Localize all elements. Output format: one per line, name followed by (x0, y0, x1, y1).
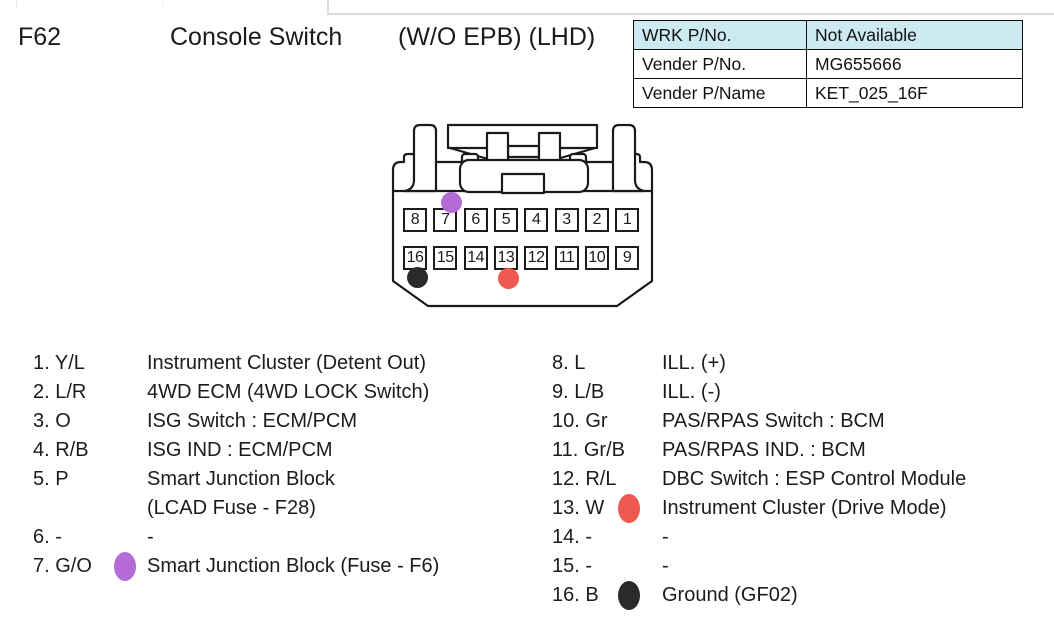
legend-dot-cell (614, 436, 662, 465)
pin-box-15: 15 (433, 246, 458, 270)
legend-dot-cell (114, 407, 147, 436)
legend-dot-cell (114, 494, 147, 523)
legend-pin-label: 4. R/B (33, 439, 89, 461)
legend-dot-cell (114, 552, 147, 581)
pin-box-5: 5 (493, 208, 518, 232)
legend-dot-cell (614, 465, 662, 494)
info-table-label: Vender P/Name (633, 78, 807, 108)
pin-box-3: 3 (554, 208, 579, 232)
legend-pin-desc: DBC Switch : ESP Control Module (662, 468, 967, 490)
legend-pin-desc: - (662, 555, 669, 577)
legend-pin-desc: ILL. (+) (662, 352, 726, 374)
legend-pin-label (33, 494, 114, 523)
top-edge-tick-2 (163, 0, 164, 6)
pin-box-6: 6 (463, 208, 488, 232)
legend-pin-desc: ISG IND : ECM/PCM (147, 439, 333, 461)
legend-pin-label: 9. L/B (552, 381, 605, 403)
pin-box-8: 8 (403, 208, 427, 232)
connector-code: F62 (18, 23, 62, 51)
legend-pin-desc: ILL. (-) (662, 381, 721, 403)
info-table-label: Vender P/No. (633, 49, 807, 79)
pin-box-12: 12 (524, 246, 549, 270)
legend-dot-cell (114, 349, 147, 378)
top-edge-tick-1 (16, 0, 17, 8)
legend-pin-desc: - (147, 526, 154, 548)
legend-pin-label: 13. W (552, 497, 605, 519)
legend-dot-cell (614, 523, 662, 552)
legend-color-dot (618, 494, 640, 523)
info-table-row: Vender P/No.MG655666 (633, 49, 1023, 79)
pin-marker-16 (406, 266, 428, 288)
legend-pin-label: 11. Gr/B (552, 439, 625, 461)
legend-pin-desc: Instrument Cluster (Detent Out) (147, 352, 426, 374)
legend-pin-desc: PAS/RPAS Switch : BCM (662, 410, 885, 432)
legend-pin-label: 15. - (552, 555, 593, 577)
info-table-value: MG655666 (806, 49, 1023, 79)
pin-marker-13 (497, 267, 519, 289)
pin-box-14: 14 (463, 246, 488, 270)
legend-dot-cell (614, 581, 662, 610)
legend-dot-cell (114, 465, 147, 494)
legend-pin-label: 5. P (33, 468, 69, 490)
pane-corner-vertical-line (327, 0, 329, 14)
pin-box-4: 4 (524, 208, 549, 232)
info-table-value: KET_025_16F (806, 78, 1023, 108)
pinout-legend-right: 8. L ILL. (+) 9. L/B ILL. (-) 10. Gr PAS/RPAS… (552, 349, 1052, 610)
connector-bracket-prong-left (485, 131, 510, 165)
legend-pin-desc: ISG Switch : ECM/PCM (147, 410, 358, 432)
connector-left-tab (403, 123, 438, 193)
legend-dot-cell (614, 349, 662, 378)
pin-box-2: 2 (584, 208, 609, 232)
pin-box-10: 10 (584, 246, 609, 270)
legend-pin-desc: Smart Junction Block (147, 468, 335, 490)
legend-pin-label: 2. L/R (33, 381, 87, 403)
legend-pin-label: 16. B (552, 584, 599, 606)
pin-marker-7 (440, 191, 462, 213)
pin-box-9: 9 (615, 246, 640, 270)
pin-box-11: 11 (554, 246, 579, 270)
connector-latch-button (500, 172, 546, 195)
legend-pin-desc: (LCAD Fuse - F28) (147, 497, 316, 519)
legend-dot-cell (614, 407, 662, 436)
title-variant: (W/O EPB) (LHD) (398, 23, 596, 51)
connector-bracket-prong-right (537, 131, 562, 165)
legend-dot-cell (114, 523, 147, 552)
connector-bracket-crossbar (506, 144, 541, 159)
legend-color-dot (114, 552, 136, 581)
legend-pin-desc: Ground (GF02) (662, 584, 798, 606)
legend-pin-desc: 4WD ECM (4WD LOCK Switch) (147, 381, 430, 403)
legend-dot-cell (614, 552, 662, 581)
pin-box-1: 1 (615, 208, 640, 232)
legend-pin-label: 6. - (33, 526, 62, 548)
legend-pin-desc: - (662, 526, 669, 548)
connector-top-bracket (446, 123, 599, 150)
legend-pin-label: 14. - (552, 526, 593, 548)
legend-dot-cell (114, 378, 147, 407)
info-table-label: WRK P/No. (633, 20, 807, 50)
legend-dot-cell (614, 378, 662, 407)
legend-color-dot (618, 581, 640, 610)
legend-dot-cell (614, 494, 662, 523)
pinout-legend-left: 1. Y/L Instrument Cluster (Detent Out) 2. … (33, 349, 607, 581)
page-title: Console Switch (170, 23, 343, 51)
legend-pin-desc: Smart Junction Block (Fuse - F6) (147, 555, 440, 577)
info-table-row: WRK P/No.Not Available (633, 20, 1023, 50)
connector-right-tab (611, 123, 646, 193)
pin-box-16: 16 (403, 246, 427, 270)
pane-corner-horizontal-line (327, 13, 1054, 15)
legend-pin-label: 12. R/L (552, 468, 617, 490)
legend-pin-label: 3. O (33, 410, 71, 432)
legend-pin-desc: PAS/RPAS IND. : BCM (662, 439, 866, 461)
legend-pin-desc: Instrument Cluster (Drive Mode) (662, 497, 947, 519)
info-table-value: Not Available (806, 20, 1023, 50)
legend-pin-label: 10. Gr (552, 410, 608, 432)
pin-box-13: 13 (493, 246, 518, 270)
legend-pin-label: 1. Y/L (33, 352, 85, 374)
legend-pin-label: 7. G/O (33, 555, 92, 577)
legend-dot-cell (114, 436, 147, 465)
legend-pin-label: 8. L (552, 352, 586, 374)
